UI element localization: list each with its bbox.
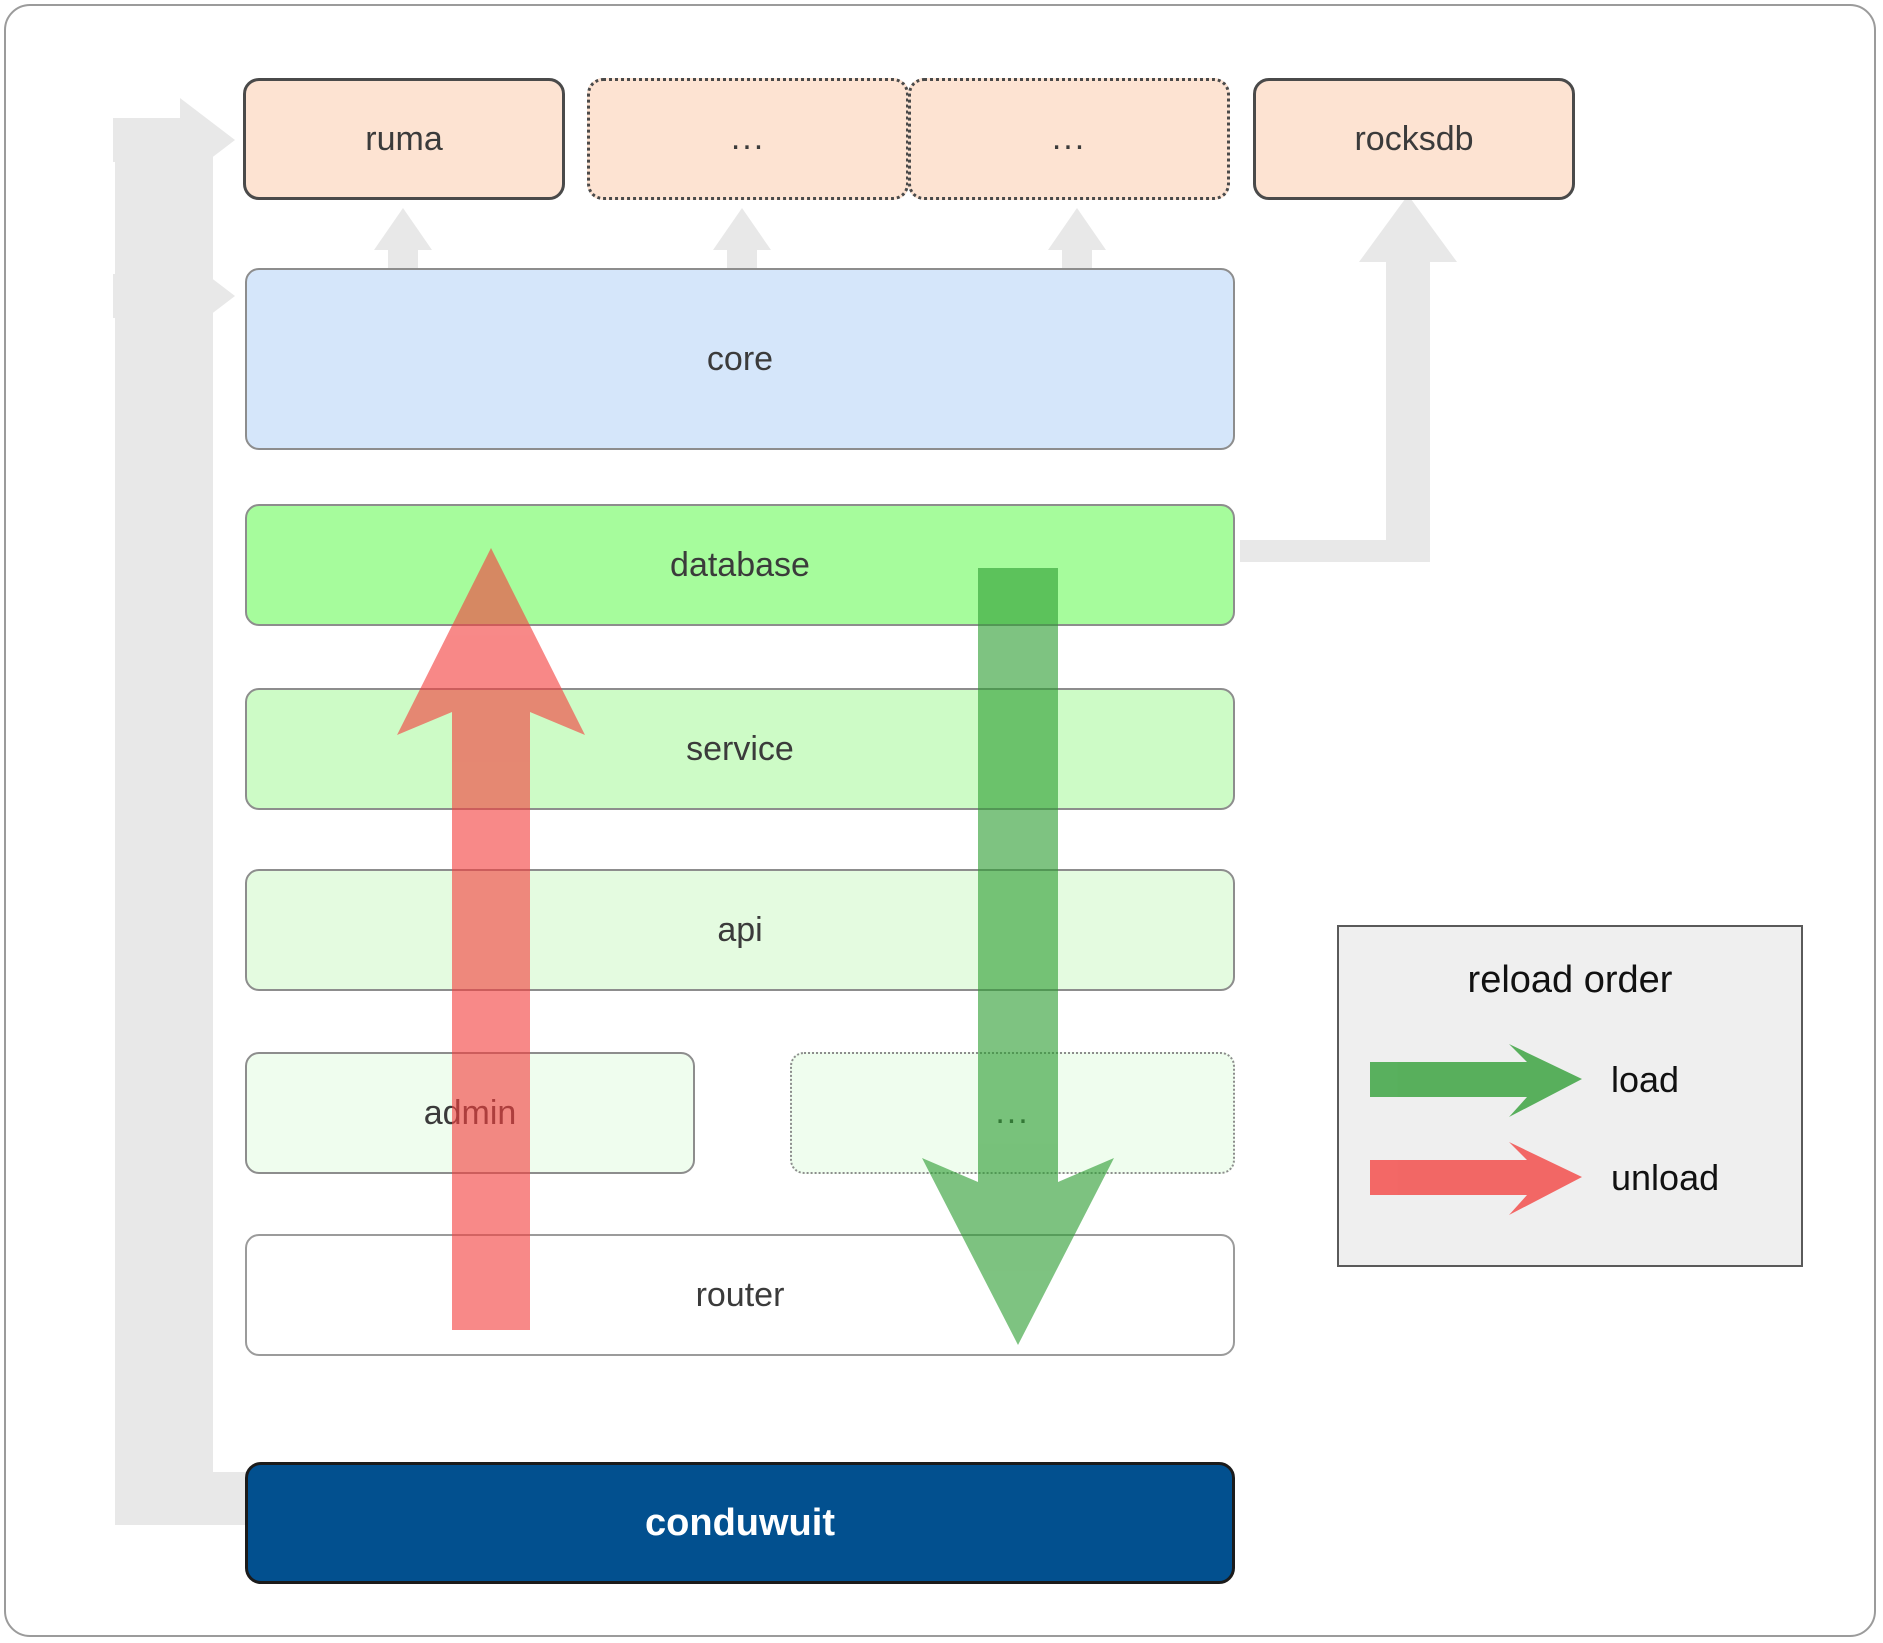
layer-label-database: database	[670, 545, 810, 584]
layer-box-admin[interactable]: admin	[245, 1052, 695, 1174]
legend-title: reload order	[1467, 959, 1673, 1001]
legend-label-load: load	[1611, 1059, 1680, 1100]
layer-box-ellipsis[interactable]: ...	[790, 1052, 1235, 1174]
dependency-box-ruma[interactable]: ruma	[243, 78, 565, 200]
layer-box-service[interactable]: service	[245, 688, 1235, 810]
legend-load-arrow	[1370, 1044, 1582, 1117]
layer-label-core: core	[706, 339, 774, 378]
layer-box-core[interactable]: core	[245, 268, 1235, 450]
legend-unload-arrow	[1370, 1142, 1582, 1215]
layer-label-ellipsis: ...	[995, 1093, 1030, 1132]
binary-box-conduwuit[interactable]: conduwuit	[245, 1462, 1235, 1584]
dependency-label-rocksdb: rocksdb	[1354, 119, 1474, 158]
dependency-box-ellipsis-2[interactable]: ...	[908, 78, 1230, 200]
layer-box-api[interactable]: api	[245, 869, 1235, 991]
dependency-label-ellipsis-1: ...	[730, 119, 766, 158]
layer-label-router: router	[695, 1275, 785, 1314]
layer-box-router[interactable]: router	[245, 1234, 1235, 1356]
legend-arrows	[1370, 1044, 1582, 1215]
legend-label-unload: unload	[1611, 1157, 1720, 1198]
layer-label-service: service	[686, 729, 794, 768]
layer-label-admin: admin	[423, 1093, 517, 1132]
binary-label-conduwuit: conduwuit	[645, 1501, 835, 1544]
diagram-frame	[4, 4, 1876, 1637]
dependency-label-ellipsis-2: ...	[1051, 119, 1087, 158]
dependency-label-ruma: ruma	[365, 119, 443, 158]
layer-box-database[interactable]: database	[245, 504, 1235, 626]
layer-label-api: api	[717, 910, 763, 949]
legend-panel: reload order load unload	[1337, 925, 1803, 1267]
dependency-box-ellipsis-1[interactable]: ...	[587, 78, 909, 200]
dependency-box-rocksdb[interactable]: rocksdb	[1253, 78, 1575, 200]
